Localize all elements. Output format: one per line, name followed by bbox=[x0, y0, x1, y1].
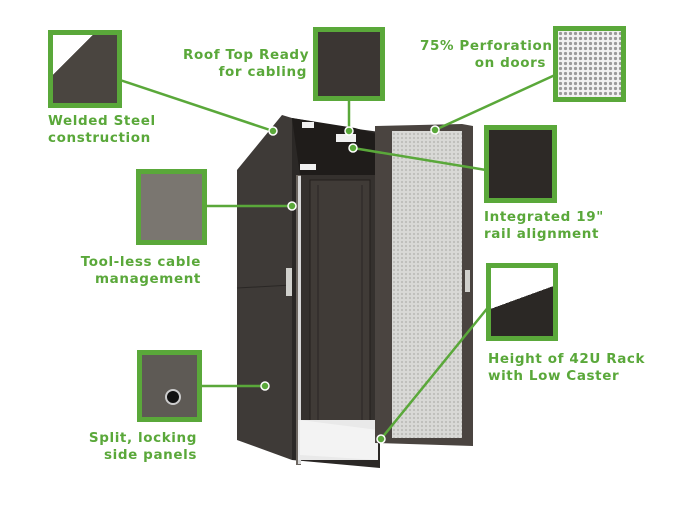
callout-rail-alignment: Integrated 19" rail alignment bbox=[484, 209, 604, 242]
lock-icon bbox=[165, 389, 181, 405]
dot-cable-management bbox=[287, 201, 297, 211]
thumb-height bbox=[486, 263, 558, 341]
dot-rail-alignment bbox=[348, 143, 358, 153]
leader-perforation bbox=[434, 73, 556, 132]
dot-roof-top bbox=[344, 126, 354, 136]
callout-dots bbox=[260, 125, 440, 444]
thumb-side-panels bbox=[137, 350, 202, 422]
leader-lines bbox=[119, 73, 556, 440]
callout-side-panels: Split, locking side panels bbox=[88, 430, 197, 463]
leader-rail-alignment bbox=[352, 146, 487, 172]
dot-side-panels bbox=[260, 381, 270, 391]
callout-roof-top: Roof Top Ready for cabling bbox=[183, 47, 310, 80]
leader-welded-steel bbox=[119, 78, 274, 133]
callout-perforation: 75% Perforation on doors bbox=[420, 38, 553, 71]
thumb-cable-management bbox=[136, 169, 207, 245]
dot-height bbox=[376, 434, 386, 444]
thumb-rail-alignment bbox=[484, 125, 557, 203]
dot-welded-steel bbox=[268, 126, 278, 136]
thumb-perforation bbox=[553, 26, 626, 102]
callout-height: Height of 42U Rack with Low Caster bbox=[488, 351, 646, 384]
callout-cable-management: Tool-less cable management bbox=[80, 254, 201, 287]
thumb-welded-steel bbox=[48, 30, 122, 108]
callout-welded-steel: Welded Steel construction bbox=[48, 113, 156, 146]
rack-open-door bbox=[375, 124, 473, 446]
dot-perforation bbox=[430, 125, 440, 135]
leader-height bbox=[380, 304, 491, 440]
thumb-roof-top bbox=[313, 27, 385, 101]
rack-side-panel bbox=[236, 115, 293, 460]
rack-frame bbox=[286, 118, 380, 468]
